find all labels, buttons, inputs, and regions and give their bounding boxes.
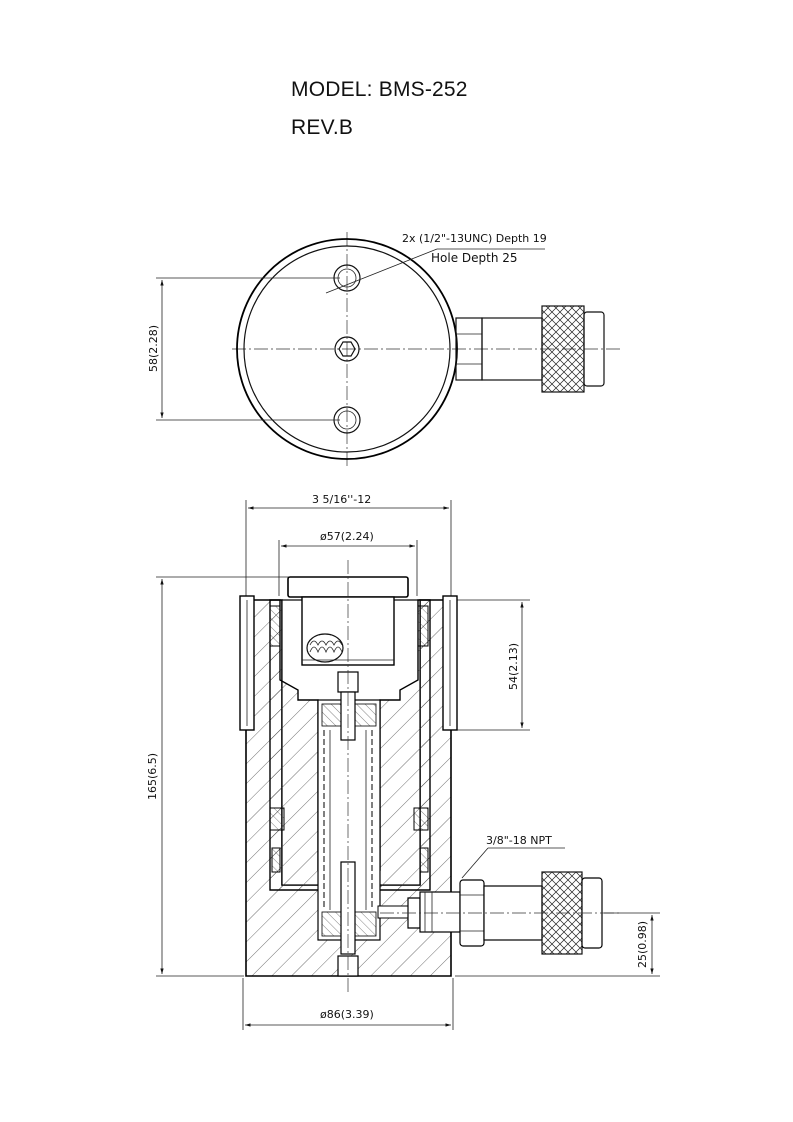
top-coupler-fitting bbox=[455, 305, 605, 393]
mount-thread-dim: 3 5/16''-12 bbox=[312, 493, 371, 506]
port-height-dim: 25(0.98) bbox=[636, 921, 649, 968]
top-view: 2x (1/2"-13UNC) Depth 19 Hole Depth 25 5… bbox=[147, 232, 620, 468]
hole-depth-note: Hole Depth 25 bbox=[431, 251, 518, 265]
left-wiper-seal bbox=[269, 605, 281, 647]
section-view: 3 5/16''-12 ø57(2.24) 165(6.5) 54(2.13) bbox=[146, 493, 660, 1030]
port-note-leader bbox=[461, 847, 489, 879]
overall-height-dim: 165(6.5) bbox=[146, 753, 159, 800]
body-dia-dim: ø86(3.39) bbox=[320, 1008, 374, 1021]
body-outer-circle bbox=[236, 238, 458, 460]
model-title: MODEL: BMS-252 bbox=[291, 78, 468, 101]
right-piston-seal bbox=[413, 807, 429, 831]
collar-height-dim: 54(2.13) bbox=[507, 643, 520, 690]
revision-label: REV.B bbox=[291, 116, 354, 139]
plunger-dia-dim: ø57(2.24) bbox=[320, 530, 374, 543]
center-hex-socket bbox=[334, 336, 360, 362]
saddle-spring bbox=[306, 633, 344, 663]
port-thread-note: 3/8"-18 NPT bbox=[486, 834, 552, 847]
thread-note-leader bbox=[325, 248, 438, 294]
hole-spacing-dim: 58(2.28) bbox=[147, 325, 160, 372]
left-piston-seal bbox=[269, 807, 285, 831]
thread-note: 2x (1/2"-13UNC) Depth 19 bbox=[402, 232, 547, 245]
threaded-collar bbox=[239, 595, 458, 731]
body-inner-circle bbox=[243, 245, 451, 453]
right-wiper-seal bbox=[417, 605, 429, 647]
